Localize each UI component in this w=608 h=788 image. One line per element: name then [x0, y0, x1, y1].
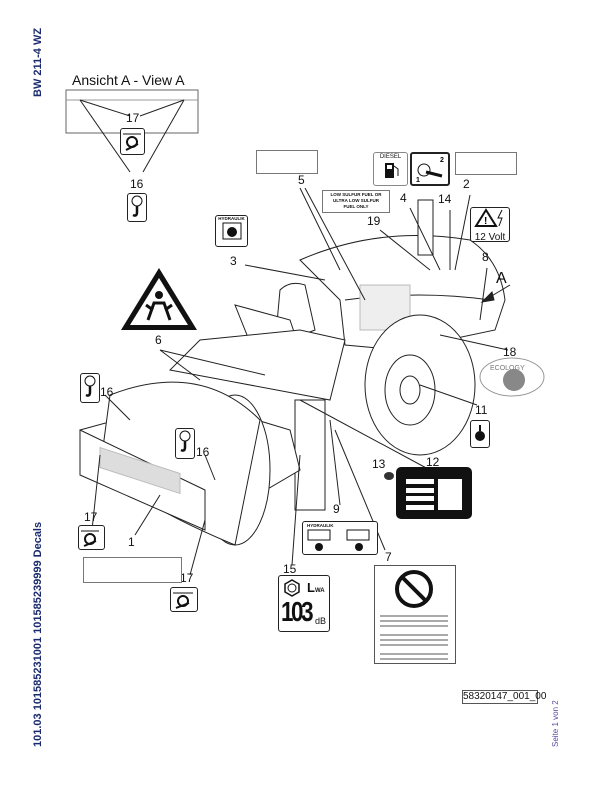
callout-1: 1 [128, 535, 135, 549]
fuel-notice-line: FUEL ONLY [343, 204, 369, 209]
tie-down-decal [78, 525, 105, 550]
blank-label-box [83, 557, 182, 583]
callout-15: 15 [283, 562, 297, 576]
callout-18: 18 [503, 345, 517, 359]
tie-down-icon [81, 530, 99, 547]
tie-down-decal [170, 587, 198, 612]
diesel-decal: DIESEL [373, 152, 408, 186]
diesel-text: DIESEL [379, 154, 402, 160]
callout-4: 4 [400, 191, 407, 205]
callout-6: 6 [155, 333, 162, 347]
svg-text:1: 1 [416, 177, 420, 184]
svg-text:2: 2 [440, 157, 444, 164]
cleaning-warning-decal [374, 565, 456, 664]
hook-icon [84, 375, 96, 397]
view-arrow-label: A [496, 270, 507, 287]
callout-3: 3 [230, 254, 237, 268]
lifting-point-decal [127, 193, 147, 222]
oil-filter-decal [470, 420, 490, 448]
svg-text:!: ! [484, 216, 487, 227]
callout-16-drum: 16 [196, 445, 210, 459]
sound-level-unit: dB [315, 616, 327, 626]
hook-icon [179, 430, 191, 452]
crush-warning-decal [121, 268, 197, 330]
warning-text-lines [380, 612, 448, 663]
battery-voltage-text: 12 Volt [474, 232, 506, 243]
callout-2: 2 [463, 177, 470, 191]
callout-8: 8 [482, 250, 489, 264]
sound-label-l: L [307, 580, 315, 595]
tie-down-icon [123, 133, 141, 151]
callout-5: 5 [298, 173, 305, 187]
tie-down-icon [173, 592, 193, 609]
hook-icon [131, 195, 143, 217]
cap-wrench-icon: 12 [416, 157, 444, 184]
hex-nut-icon [284, 579, 300, 597]
callout-13: 13 [372, 457, 386, 471]
lifting-point-decal [175, 428, 195, 459]
tie-down-decal [120, 128, 145, 155]
lifting-point-decal [80, 373, 100, 403]
battery-warning-decal: ! 12 Volt [470, 207, 510, 243]
type-plate-decal [396, 467, 472, 519]
filter-icon [475, 425, 485, 441]
hydraulic-level-decal: HYDRAULIK [302, 521, 378, 555]
drawing-number: 58320147_001_00 [462, 690, 547, 704]
callout-16-left: 16 [100, 385, 114, 399]
small-decal-icon [384, 472, 394, 480]
callout-7: 7 [385, 550, 392, 564]
sound-label-sub: WA [314, 588, 325, 594]
blank-label-box [455, 152, 517, 175]
callout-12: 12 [426, 455, 440, 469]
callout-17-view: 17 [126, 111, 140, 125]
blank-label-box [256, 150, 318, 174]
sound-level-value: 103 [281, 596, 314, 627]
sound-label: LWA [307, 580, 325, 595]
fuel-notice-decal: LOW SULFUR FUEL OR ULTRA LOW SULFUR FUEL… [322, 190, 390, 213]
tank-level-icon [307, 529, 370, 551]
callout-9: 9 [333, 502, 340, 516]
callout-11: 11 [475, 403, 488, 417]
callout-16-view: 16 [130, 177, 144, 191]
hydraulic-level-text: HYDRAULIK [307, 523, 334, 528]
sound-level-decal: LWA 103 dB [278, 575, 330, 632]
oil-drop-icon [222, 222, 241, 240]
hydraulic-text: HYDRAULIK [218, 216, 245, 221]
callout-19: 19 [367, 214, 381, 228]
callout-17-bottom: 17 [180, 571, 194, 585]
fuel-notice-line: ULTRA LOW SULFUR [333, 198, 379, 203]
callout-14: 14 [438, 192, 452, 206]
warning-triangle-icon: ! [474, 208, 503, 227]
fuel-pump-icon [384, 163, 398, 178]
ecology-text: ECOLOGY [490, 365, 525, 372]
fuel-notice-line: LOW SULFUR FUEL OR [330, 192, 382, 197]
prohibition-icon [395, 570, 433, 608]
view-title: Ansicht A - View A [72, 72, 185, 88]
hydraulic-oil-decal: HYDRAULIK [215, 215, 248, 247]
callout-17-left: 17 [84, 510, 98, 524]
ecology-decal: ECOLOGY [479, 357, 545, 397]
